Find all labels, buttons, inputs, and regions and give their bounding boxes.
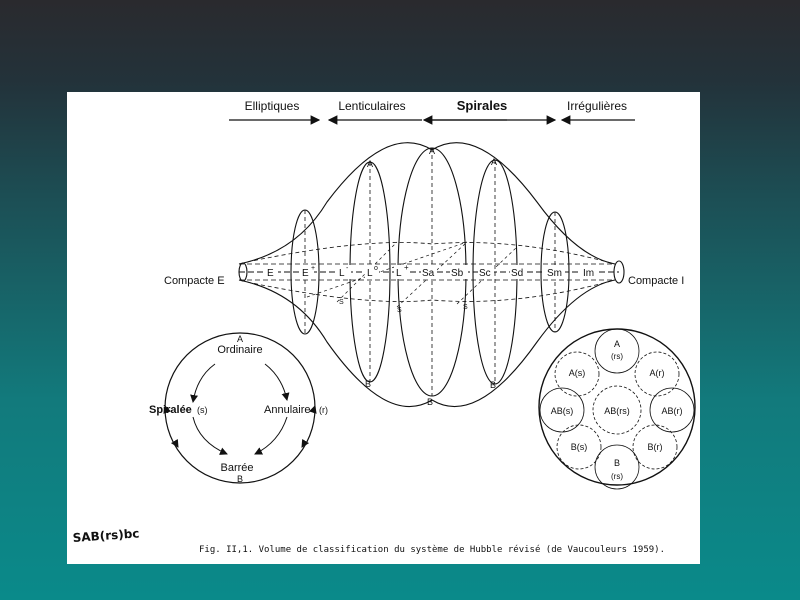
category-elliptiques: Elliptiques	[245, 99, 300, 113]
xs-ab-s: AB(s)	[551, 406, 574, 416]
xs-top-code: (rs)	[611, 352, 623, 361]
seq-sc: Sc	[479, 268, 491, 279]
seq-sb: Sb	[451, 268, 464, 279]
xs-ab-rs: AB(rs)	[604, 406, 630, 416]
xs-b-r: B(r)	[648, 442, 663, 452]
pole-s-2: S	[397, 307, 402, 314]
xs-a-r: A(r)	[650, 368, 665, 378]
pole-a-2: A	[429, 146, 435, 156]
handwritten-note: SAB(rs)bc	[72, 526, 140, 545]
cycle-ordinaire: Ordinaire	[217, 344, 262, 356]
figure-caption: Fig. II,1. Volume de classification du s…	[199, 544, 665, 555]
seq-sa: Sa	[422, 268, 435, 279]
category-lenticulaires: Lenticulaires	[338, 99, 405, 113]
xs-a-s: A(s)	[569, 368, 586, 378]
pole-b-3: B	[490, 380, 496, 390]
cycle-spiralee: Spiralée	[149, 404, 192, 416]
cycle-annulaire-code: (r)	[319, 405, 328, 415]
cross-section-diagram	[538, 328, 696, 490]
seq-e-plus: E	[302, 268, 309, 279]
cycle-top-letter: A	[237, 334, 243, 344]
family-cycle-diagram: A Ordinaire Spiralée (s) Annulaire (r) B…	[149, 332, 328, 484]
pole-a-1: A	[367, 159, 373, 169]
pole-b-1: B	[365, 379, 371, 389]
cycle-barree: Barrée	[220, 462, 253, 474]
cycle-bottom-letter: B	[237, 474, 243, 484]
cycle-annulaire: Annulaire	[264, 404, 310, 416]
seq-e: E	[267, 268, 274, 279]
category-irregulieres: Irrégulières	[567, 99, 627, 113]
category-spirales: Spirales	[457, 98, 508, 113]
hubble-classification-diagram: Elliptiques Lenticulaires Spirales Irrég…	[72, 98, 696, 555]
cycle-spiralee-code: (s)	[197, 405, 208, 415]
xs-bottom-letter: B	[614, 458, 620, 468]
seq-l-zero: L	[367, 268, 373, 279]
seq-l-minus-sup: -	[346, 265, 349, 272]
seq-e-plus-sup: +	[311, 265, 315, 272]
pole-s-1: S	[339, 299, 344, 306]
xs-top-letter: A	[614, 339, 620, 349]
compacte-i-label: Compacte I	[628, 275, 684, 287]
xs-ab-r: AB(r)	[662, 406, 683, 416]
seq-l-plus-sup: +	[404, 263, 409, 272]
compacte-e-label: Compacte E	[164, 275, 225, 287]
seq-l-plus: L	[396, 268, 402, 279]
xs-bottom-code: (rs)	[611, 472, 623, 481]
pole-a-3: A	[491, 157, 497, 167]
slide-page: Elliptiques Lenticulaires Spirales Irrég…	[67, 92, 700, 564]
pole-s-3: S	[463, 304, 468, 311]
seq-sm: Sm	[547, 268, 562, 279]
pole-b-2: B	[427, 397, 433, 407]
seq-im: Im	[583, 268, 594, 279]
seq-sd: Sd	[511, 268, 523, 279]
seq-l-zero-sup: o	[374, 265, 378, 272]
xs-b-s: B(s)	[571, 442, 588, 452]
seq-l-minus: L	[339, 268, 345, 279]
